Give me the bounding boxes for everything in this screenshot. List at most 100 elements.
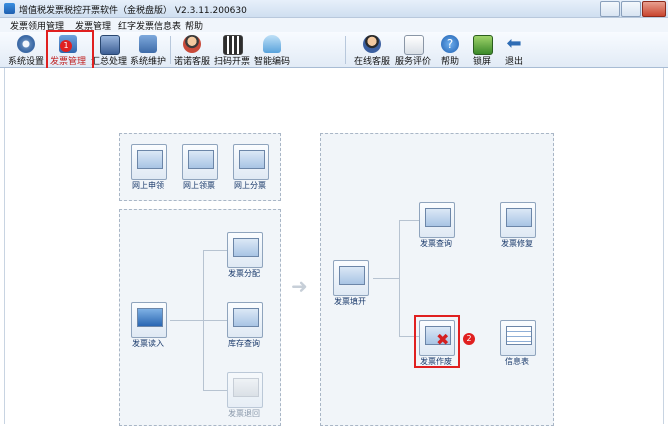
connector-line: [399, 220, 400, 336]
inventory-query-label: 库存查询: [228, 339, 260, 348]
clipboard-icon: [404, 35, 424, 55]
smart-coding-label: 智能编码: [253, 57, 290, 67]
smart-coding-button[interactable]: 智能编码: [252, 32, 292, 67]
frame-left-border: [4, 68, 5, 424]
monitor-icon: [100, 35, 120, 55]
service-rating-label: 服务评价: [394, 57, 431, 67]
distribute-arrow-icon: [233, 238, 259, 257]
close-button[interactable]: [642, 1, 666, 17]
gear-icon: [17, 35, 35, 53]
connector-line: [373, 278, 399, 279]
help-button[interactable]: ? 帮助: [433, 32, 467, 67]
table-icon: [506, 326, 532, 345]
connector-line: [399, 336, 419, 337]
invoice-distribute-label: 发票分配: [228, 269, 260, 278]
online-service-label: 在线客服: [353, 57, 390, 67]
toolbar-separator: [345, 36, 346, 64]
online-apply-tile[interactable]: [131, 144, 167, 180]
customer-service-icon: [183, 35, 201, 53]
distribute-computers-icon: [239, 150, 265, 169]
exit-label: 退出: [504, 57, 523, 67]
invoice-return-tile[interactable]: [227, 372, 263, 408]
void-highlight-frame: [414, 315, 460, 368]
qr-code-icon: [223, 35, 243, 55]
invoice-issue-label: 发票填开: [334, 297, 366, 306]
system-maintenance-button[interactable]: 系统维护: [128, 32, 168, 67]
invoice-issue-panel: 发票填开 发票查询 发票作废 发票修复 信息表: [320, 133, 554, 426]
nuonuo-service-button[interactable]: 诺诺客服: [172, 32, 212, 67]
repair-icon: [506, 208, 532, 227]
invoice-distribute-tile[interactable]: [227, 232, 263, 268]
app-logo-icon: [4, 3, 15, 14]
computer-icon: [188, 150, 214, 169]
info-table-label: 信息表: [505, 357, 529, 366]
online-invoice-panel: 网上申领 网上领票 网上分票: [119, 133, 281, 201]
scan-invoice-button[interactable]: 扫码开票: [212, 32, 252, 67]
connector-line: [399, 220, 419, 221]
summary-processing-label: 汇总处理: [90, 57, 127, 67]
lock-screen-label: 锁屏: [472, 57, 491, 67]
system-maintenance-label: 系统维护: [129, 57, 166, 67]
online-receive-label: 网上领票: [183, 181, 215, 190]
back-arrow-icon: ⬅: [506, 33, 522, 54]
cloud-icon: [263, 35, 281, 53]
online-distribute-tile[interactable]: [233, 144, 269, 180]
inventory-query-tile[interactable]: [227, 302, 263, 338]
connector-line: [203, 390, 227, 391]
system-settings-button[interactable]: 系统设置: [6, 32, 46, 67]
connector-line: [203, 250, 227, 251]
folder-tools-icon: [139, 35, 157, 53]
invoice-pen-icon: [339, 266, 365, 285]
menu-red-invoice-info[interactable]: 红字发票信息表: [118, 22, 182, 32]
usb-disk-icon: [137, 308, 163, 327]
help-label: 帮助: [440, 57, 459, 67]
menu-invoice-management[interactable]: 发票管理: [75, 22, 112, 32]
exit-button[interactable]: ⬅ 退出: [499, 32, 529, 68]
invoice-query-tile[interactable]: [419, 202, 455, 238]
online-receive-tile[interactable]: [182, 144, 218, 180]
invoice-query-label: 发票查询: [420, 239, 452, 248]
online-service-button[interactable]: 在线客服: [352, 32, 392, 67]
menu-invoice-acquisition[interactable]: 发票领用管理: [10, 22, 65, 32]
void-x-icon: [425, 326, 451, 345]
invoice-repair-label: 发票修复: [501, 239, 533, 248]
invoice-read-panel: 发票读入 发票分配 库存查询 发票退回: [119, 209, 281, 426]
invoice-void-label: 发票作废: [420, 357, 452, 366]
person-icon: [363, 35, 381, 53]
void-x-mark-icon: ✖: [436, 330, 450, 349]
system-settings-label: 系统设置: [7, 57, 44, 67]
window-title: 增值税发票税控开票软件（金税盘版） V2.3.11.200630: [19, 6, 247, 16]
maximize-button[interactable]: [621, 1, 641, 17]
frame-right-border: [663, 68, 664, 424]
step-marker-1: 1: [60, 40, 72, 52]
lock-screen-icon: [473, 35, 493, 55]
invoice-repair-tile[interactable]: [500, 202, 536, 238]
invoice-form-icon: [137, 150, 163, 169]
title-bar: 增值税发票税控开票软件（金税盘版） V2.3.11.200630: [0, 0, 668, 18]
invoice-issue-tile[interactable]: [333, 260, 369, 296]
connector-line: [203, 320, 227, 321]
summary-processing-button[interactable]: 汇总处理: [90, 32, 128, 67]
menu-help[interactable]: 帮助: [185, 22, 204, 32]
invoice-management-label: 发票管理: [49, 57, 86, 67]
lock-screen-button[interactable]: 锁屏: [467, 32, 497, 67]
toolbar-separator: [170, 36, 171, 64]
info-table-tile[interactable]: [500, 320, 536, 356]
magnifier-icon: [233, 308, 259, 327]
flow-arrow-icon: ➜: [291, 274, 308, 298]
minimize-button[interactable]: [600, 1, 620, 17]
invoice-return-label: 发票退回: [228, 409, 260, 418]
menu-bar: 发票领用管理 发票管理 红字发票信息表 帮助: [0, 18, 668, 32]
online-distribute-label: 网上分票: [234, 181, 266, 190]
online-apply-label: 网上申领: [132, 181, 164, 190]
invoice-read-tile[interactable]: [131, 302, 167, 338]
help-icon: ?: [441, 35, 459, 53]
step-marker-2: 2: [463, 333, 475, 345]
invoice-search-icon: [425, 208, 451, 227]
service-rating-button[interactable]: 服务评价: [393, 32, 433, 67]
toolbar: 系统设置 发票管理 汇总处理 系统维护 诺诺客服 扫码开票 智能编码 在线客服 …: [0, 32, 668, 68]
invoice-read-label: 发票读入: [132, 339, 164, 348]
invoice-void-tile[interactable]: [419, 320, 455, 356]
nuonuo-service-label: 诺诺客服: [173, 57, 210, 67]
scan-invoice-label: 扫码开票: [213, 57, 250, 67]
